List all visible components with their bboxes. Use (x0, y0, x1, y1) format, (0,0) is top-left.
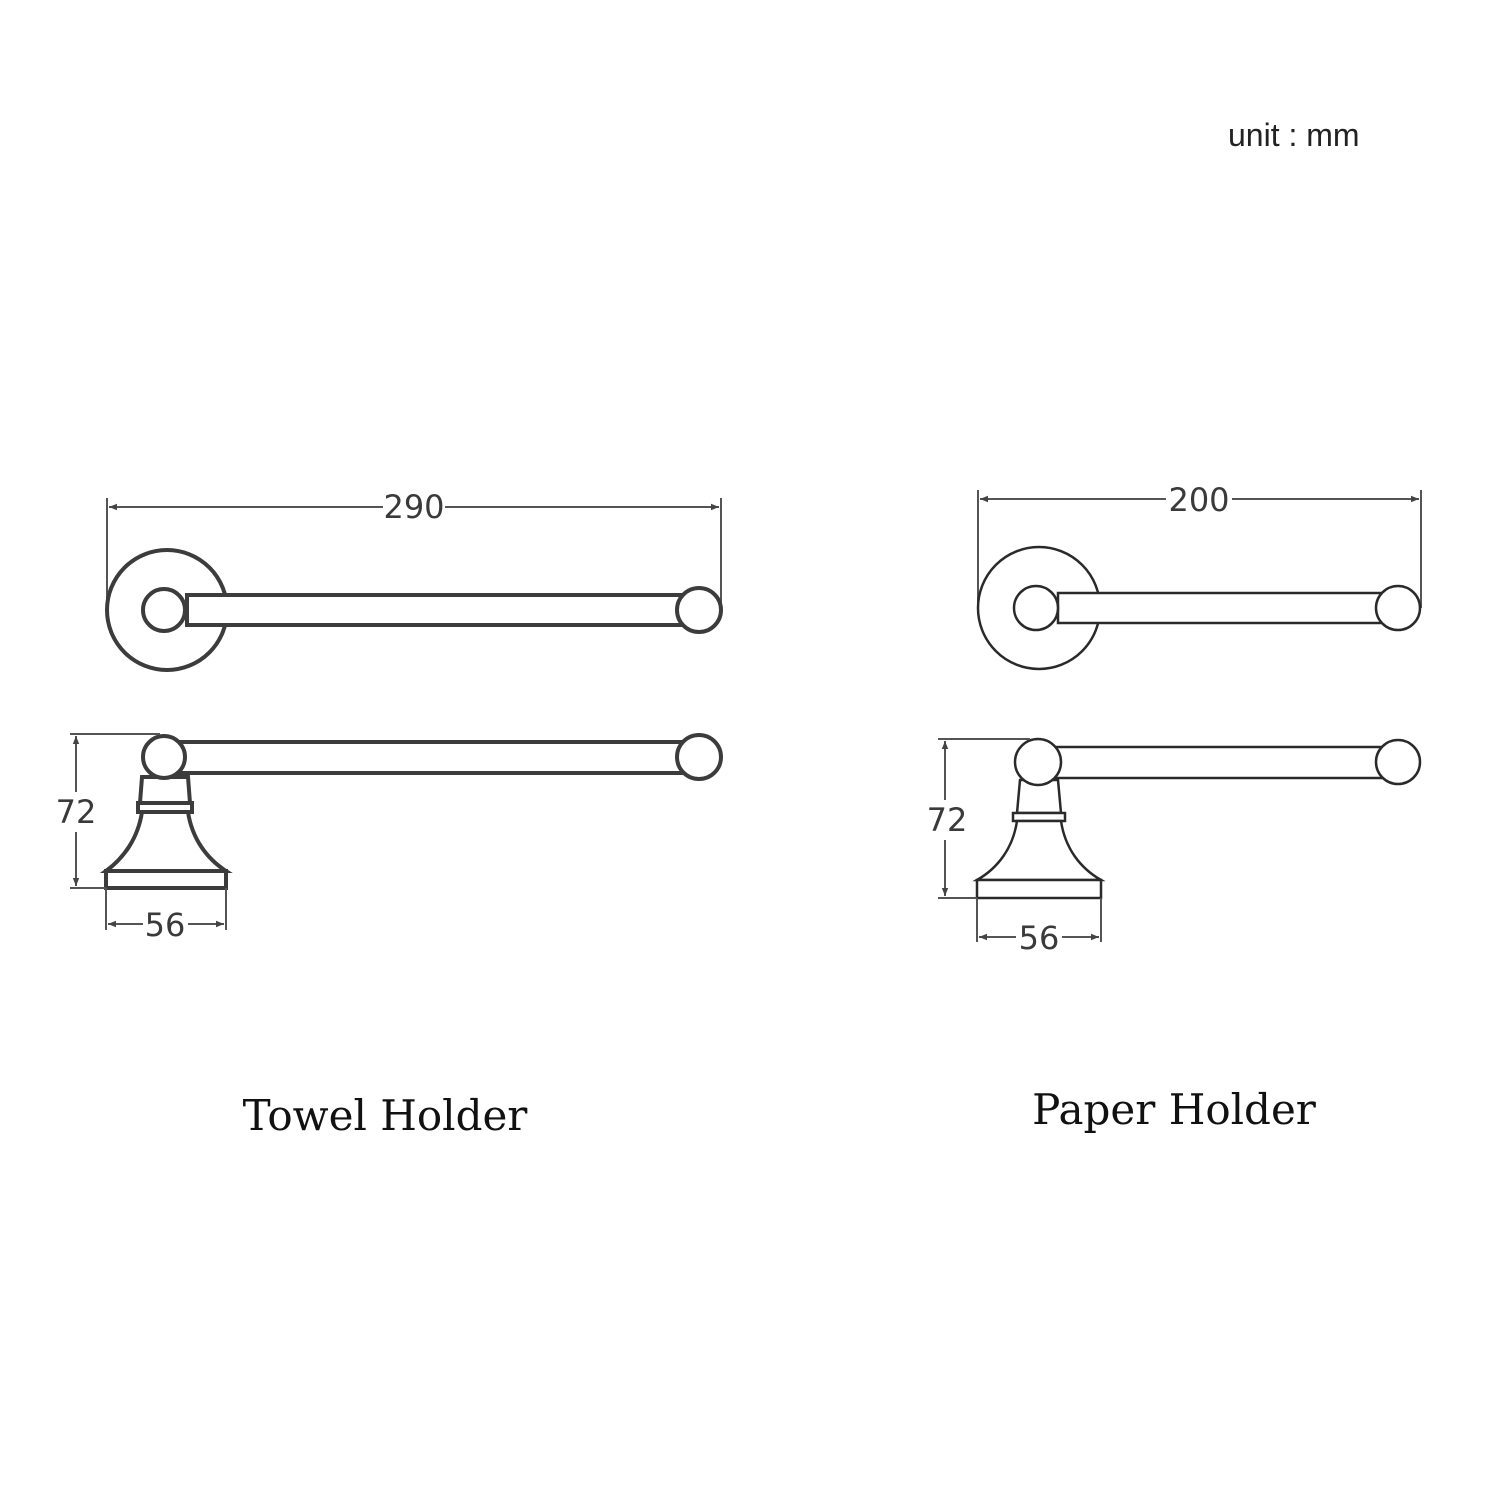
towel-base-width-dimension: 56 (105, 888, 227, 944)
towel-length-value: 290 (383, 488, 444, 526)
towel-top-view (105, 548, 723, 672)
paper-holder-title: Paper Holder (1032, 1085, 1317, 1134)
towel-base-width-value: 56 (145, 906, 186, 944)
paper-top-view (976, 545, 1422, 671)
towel-length-dimension: 290 (106, 488, 722, 610)
towel-height-value: 72 (56, 793, 97, 831)
paper-length-value: 200 (1168, 481, 1229, 519)
paper-side-view (972, 737, 1422, 900)
towel-holder-title: Towel Holder (243, 1091, 529, 1140)
paper-height-value: 72 (927, 801, 968, 839)
paper-height-dimension: 72 (920, 738, 1030, 899)
unit-label: unit : mm (1228, 117, 1360, 153)
paper-base-width-dimension: 56 (976, 898, 1102, 957)
towel-holder: 290 72 (50, 488, 723, 1140)
paper-length-dimension: 200 (977, 481, 1422, 608)
towel-height-dimension: 72 (50, 733, 160, 889)
paper-holder: 200 72 (920, 481, 1422, 1134)
towel-side-view (99, 733, 723, 890)
paper-base-width-value: 56 (1019, 919, 1060, 957)
